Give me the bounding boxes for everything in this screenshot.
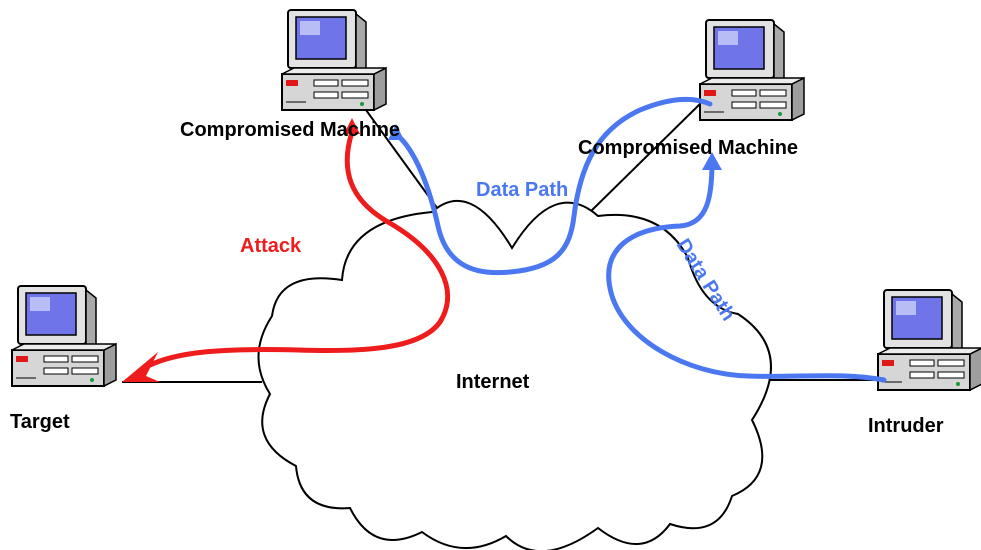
attack-path <box>145 129 451 369</box>
attack-arrowhead-icon <box>122 352 160 382</box>
desktop-computer-icon <box>11 285 117 387</box>
desktop-computer-icon <box>877 289 981 391</box>
compromised-machine-2-label: Compromised Machine <box>578 137 798 159</box>
internet-cloud-icon <box>257 200 772 550</box>
intruder-label: Intruder <box>868 415 944 437</box>
desktop-computer-icon <box>281 9 387 111</box>
link-compromised2-internet <box>587 101 703 215</box>
data-path-top-label: Data Path <box>476 179 568 201</box>
internet-label: Internet <box>456 371 530 393</box>
data-path-top <box>393 96 713 276</box>
attack-label: Attack <box>240 235 302 257</box>
data-path-arrowhead-icon <box>702 152 722 170</box>
data-path-arrowhead-icon <box>388 124 404 140</box>
target-label: Target <box>10 411 70 433</box>
attack-arrow-tail-icon <box>344 118 360 134</box>
desktop-computer-icon <box>699 19 805 121</box>
compromised-machine-1-label: Compromised Machine <box>180 119 400 141</box>
data-path-right <box>606 159 887 383</box>
